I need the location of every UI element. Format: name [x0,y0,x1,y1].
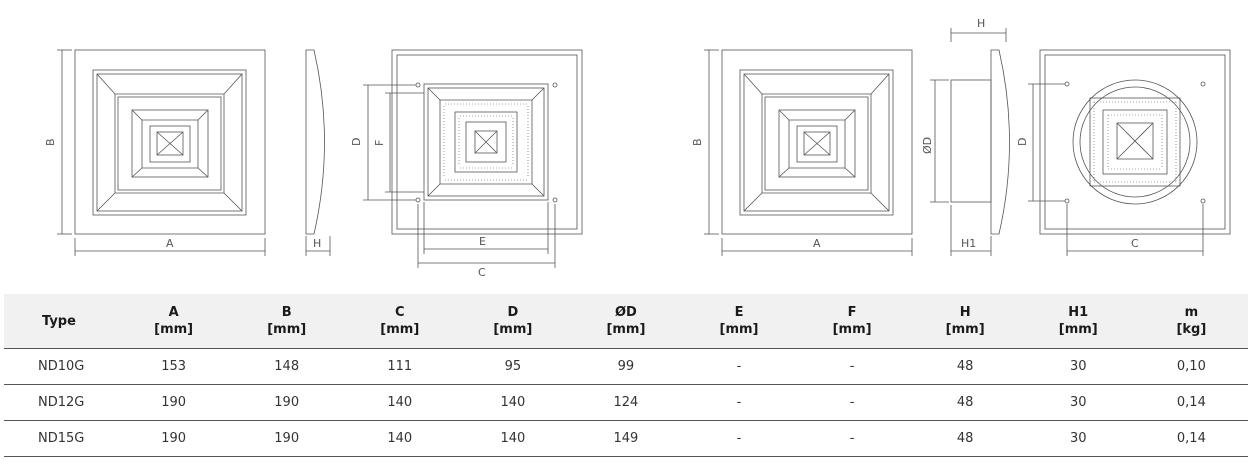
header-a: A [mm] [117,294,230,349]
header-name: ØD [615,305,637,320]
header-unit: [mm] [606,322,646,337]
table-cell: 99 [569,348,683,385]
mounting-view-drawing [363,49,583,268]
header-h: H [mm] [909,294,1022,349]
dim-label-a: A [166,237,174,250]
dim-label-b-2: B [691,138,704,146]
header-unit: [mm] [832,322,872,337]
header-unit: [mm] [945,322,985,337]
header-name: B [281,305,292,320]
table-row: ND15G 190 190 140 140 149 - - 48 30 0,14 [4,420,1248,457]
header-e: E [mm] [682,294,795,349]
table-row: ND12G 190 190 140 140 124 - - 48 30 0,14 [4,384,1248,421]
cell-type: ND15G [4,420,118,457]
table-cell: 140 [343,384,457,421]
table-cell: 140 [343,420,457,457]
header-f: F [mm] [796,294,909,349]
dim-label-a-2: A [813,237,821,250]
table-row: ND10G 153 148 111 95 99 - - 48 30 0,10 [4,348,1248,385]
header-name: m [1184,305,1199,320]
header-name: C [395,305,405,320]
table-cell: - [795,420,909,457]
dim-label-b: B [44,138,57,146]
table-cell: 0,14 [1134,420,1248,457]
dim-label-h1: H1 [961,237,976,250]
table-cell: 190 [117,384,231,421]
side-profile-drawing-2 [930,28,1010,256]
table-cell: 48 [908,384,1022,421]
dim-label-c: C [478,266,486,279]
dim-label-od: ØD [921,137,934,154]
table-cell: - [795,348,909,385]
cell-type: ND12G [4,384,118,421]
header-unit: [mm] [719,322,759,337]
header-name: F [847,305,857,320]
dim-label-h-2: H [977,17,985,30]
header-c: C [mm] [343,294,456,349]
dim-label-e: E [479,235,486,248]
side-profile-drawing [305,49,331,256]
dim-label-d: D [350,138,363,146]
header-unit: [kg] [1176,322,1207,337]
table-cell: 111 [343,348,457,385]
dim-label-f: F [373,140,386,146]
header-m: m [kg] [1135,294,1248,349]
table-cell: 140 [456,384,570,421]
table-cell: 140 [456,420,570,457]
table-cell: 95 [456,348,570,385]
table-cell: - [682,420,796,457]
header-unit: [mm] [1058,322,1098,337]
table-cell: 190 [230,384,344,421]
header-name: A [168,305,179,320]
header-unit: [mm] [380,322,420,337]
header-od: ØD [mm] [569,294,682,349]
dim-label-c-2: C [1131,237,1139,250]
front-view-drawing [57,49,266,256]
dim-label-d-2: D [1016,138,1029,146]
spec-table: Type A [mm] B [mm] C [mm] D [mm] ØD [mm] E [mm… [4,294,1248,457]
table-cell: 190 [117,420,231,457]
header-b: B [mm] [230,294,343,349]
table-cell: 149 [569,420,683,457]
table-cell: 124 [569,384,683,421]
table-cell: 48 [908,420,1022,457]
cell-type: ND10G [4,348,118,385]
table-cell: 0,14 [1134,384,1248,421]
table-cell: - [682,348,796,385]
header-unit: [mm] [267,322,307,337]
header-name: D [507,305,519,320]
technical-drawings: A B H [44,17,1231,279]
header-name: E [734,305,744,320]
table-cell: 153 [117,348,231,385]
header-unit: [mm] [154,322,194,337]
header-name: H [959,305,971,320]
header-d: D [mm] [456,294,569,349]
table-cell: 30 [1021,348,1135,385]
dim-label-h: H [313,237,321,250]
header-unit: [mm] [493,322,533,337]
rear-view-drawing [1028,49,1231,256]
table-cell: - [682,384,796,421]
table-cell: 190 [230,420,344,457]
table-cell: 30 [1021,384,1135,421]
header-h1: H1 [mm] [1022,294,1135,349]
table-cell: - [795,384,909,421]
table-cell: 0,10 [1134,348,1248,385]
table-cell: 48 [908,348,1022,385]
front-view-drawing-2 [704,49,913,256]
table-cell: 30 [1021,420,1135,457]
header-name: H1 [1068,305,1089,320]
header-type: Type [42,313,76,329]
table-cell: 148 [230,348,344,385]
table-header-row: Type A [mm] B [mm] C [mm] D [mm] ØD [mm] E [mm… [4,294,1248,349]
